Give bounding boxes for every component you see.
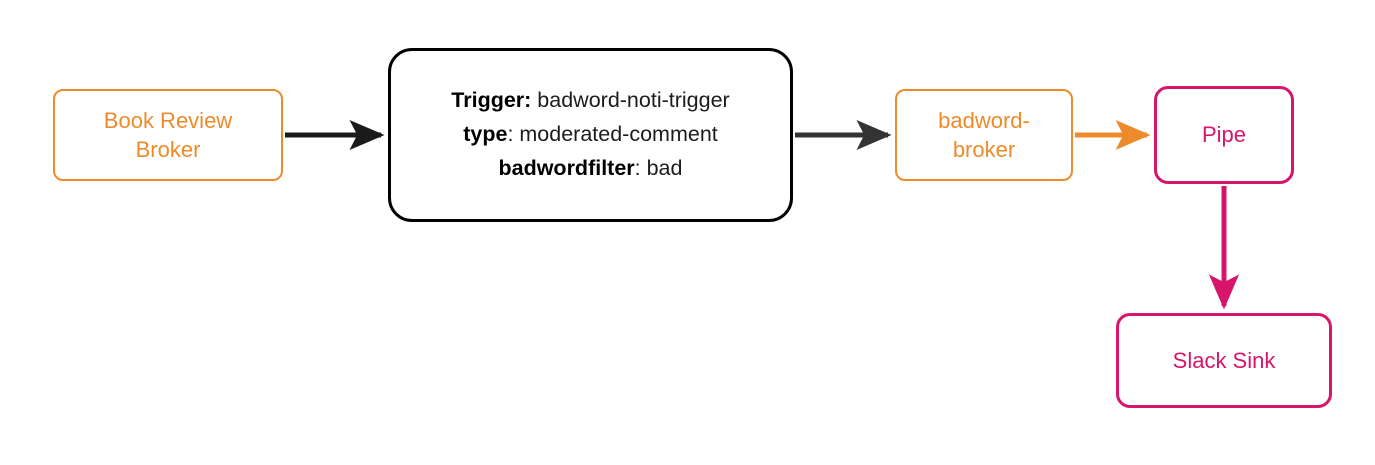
- node-pipe[interactable]: Pipe: [1154, 86, 1294, 184]
- node-book-review-broker-label: Book Review Broker: [103, 107, 233, 162]
- trigger-body: Trigger: badword-noti-trigger type: mode…: [433, 84, 747, 186]
- trigger-line-trigger: Trigger: badword-noti-trigger: [451, 84, 729, 118]
- node-badword-broker[interactable]: badword- broker: [895, 89, 1073, 181]
- trigger-value-type: : moderated-comment: [507, 122, 718, 147]
- trigger-key-trigger: Trigger:: [451, 88, 532, 113]
- node-slack-sink[interactable]: Slack Sink: [1116, 313, 1332, 408]
- node-badword-noti-trigger[interactable]: Trigger: badword-noti-trigger type: mode…: [388, 48, 793, 222]
- trigger-line-badwordfilter: badwordfilter: bad: [451, 152, 729, 186]
- trigger-key-type: type: [463, 122, 508, 147]
- trigger-key-badwordfilter: badwordfilter: [498, 155, 635, 180]
- node-slack-sink-label: Slack Sink: [1172, 347, 1276, 373]
- node-book-review-broker[interactable]: Book Review Broker: [53, 89, 283, 181]
- node-pipe-label: Pipe: [1201, 122, 1247, 148]
- node-badword-broker-label: badword- broker: [938, 107, 1030, 162]
- trigger-value-trigger: badword-noti-trigger: [531, 88, 730, 113]
- trigger-value-badwordfilter: : bad: [634, 155, 683, 180]
- trigger-line-type: type: moderated-comment: [451, 118, 729, 152]
